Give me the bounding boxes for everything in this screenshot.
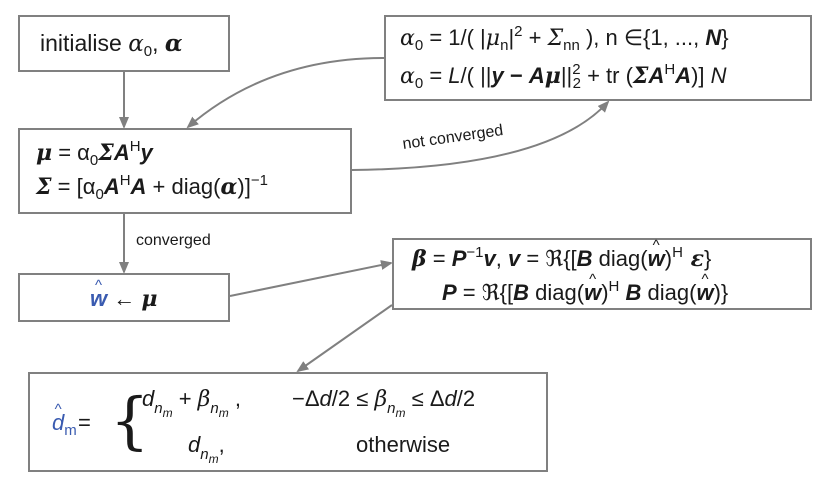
offgrid-line2: P = ℜ{[B diag(w)H B diag(w)} (442, 279, 728, 306)
case1-comma: , (228, 386, 241, 411)
init-box: initialise α0, α (18, 15, 230, 72)
grid-update-box: dm = { dnm + βnm , −Δd/2 ≤ βnm ≤ Δd/2 dn… (28, 372, 548, 472)
case1-value: dnm + βnm , (142, 386, 241, 420)
init-label: initialise (40, 30, 122, 56)
arrow-offgrid-to-grid-update (296, 304, 393, 373)
w-hat-symbol: w (90, 286, 107, 312)
alpha0-symbol: α (128, 31, 144, 57)
posterior-mean-line: μ = α0ΣAHy (36, 138, 153, 169)
arrow-not-converged (351, 100, 610, 171)
left-brace-icon: { (110, 384, 150, 457)
case2-value: dnm, (188, 432, 225, 466)
estimate-text: w ← μ (90, 286, 157, 312)
case1-condition: −Δd/2 ≤ βnm ≤ Δd/2 (292, 386, 476, 420)
estimate-box: w ← μ (18, 273, 230, 322)
posterior-box: μ = α0ΣAHy Σ = [α0AHA + diag(α)]−1 (18, 128, 352, 214)
alpha0-subscript: 0 (143, 43, 153, 60)
alpha-update-line2: α0 = L/( ||y − Aμ||22 + tr (ΣAHA)] N (400, 61, 727, 92)
case2-condition: otherwise (356, 432, 451, 457)
assign-arrow: ← (107, 286, 142, 311)
alpha-update-box: α0 = 1/( |μn|2 + Σnn ), n ∈{1, ..., N} α… (384, 15, 812, 101)
d-hat-lhs: dm (52, 410, 77, 438)
converged-label: converged (136, 232, 211, 249)
arrow-estimate-to-offgrid (229, 260, 393, 297)
mu-symbol: μ (141, 286, 158, 312)
arrow-alpha-update-to-posterior (186, 57, 385, 129)
init-separator: , (152, 30, 165, 56)
offgrid-box: β = P−1v, v = ℜ{[B diag(w)H ε} P = ℜ{[B … (392, 238, 812, 310)
d-hat-equals: = (78, 410, 91, 435)
alpha-update-line1: α0 = 1/( |μn|2 + Σnn ), n ∈{1, ..., N} (400, 23, 729, 54)
alpha-vector-symbol: α (164, 30, 183, 57)
offgrid-line1: β = P−1v, v = ℜ{[B diag(w)H ε} (412, 245, 711, 272)
init-text: initialise α0, α (40, 30, 183, 60)
posterior-covariance-line: Σ = [α0AHA + diag(α)]−1 (36, 172, 268, 203)
